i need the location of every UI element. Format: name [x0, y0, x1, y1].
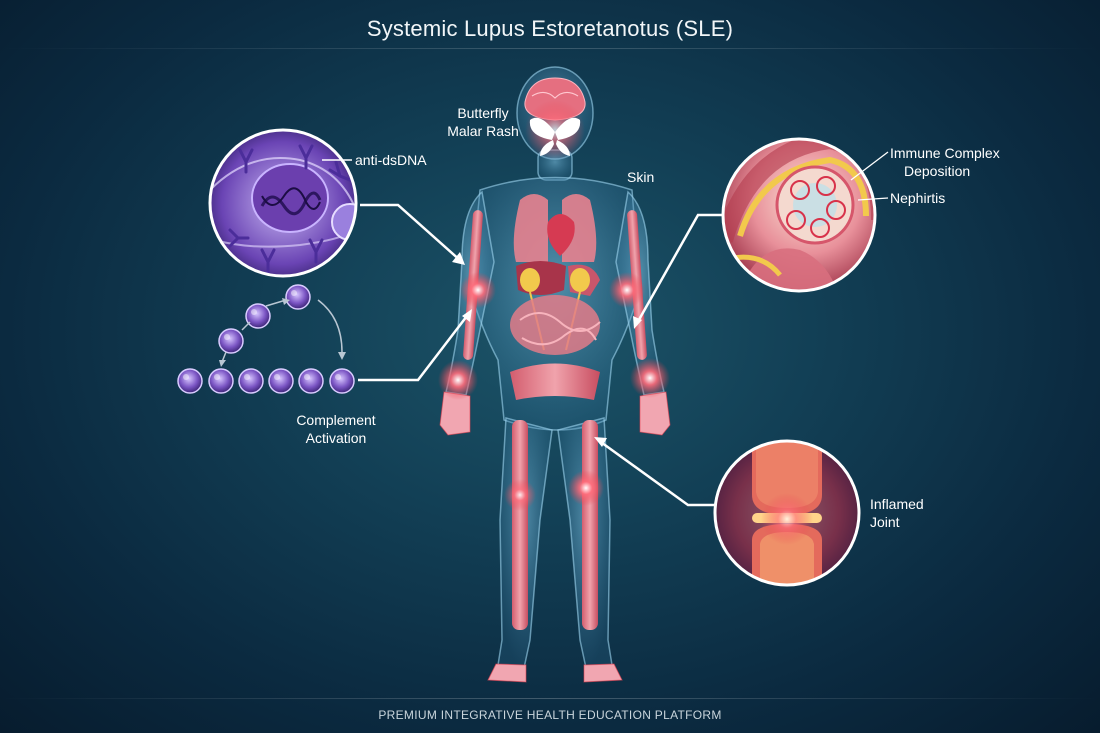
inflamed-joint-label: Inflamed Joint: [870, 496, 924, 530]
title-divider: [0, 48, 1100, 49]
complement-activation-label: Complement Activation: [296, 412, 376, 446]
arrow-kidney-to-arm: [634, 213, 722, 326]
immune-complex-pointer: [850, 151, 889, 181]
butterfly-malar-rash-label: Butterfly Malar Rash: [447, 105, 519, 139]
knee-joint-icon: [713, 439, 861, 587]
anti-dsdna-label: anti-dsDNA: [355, 152, 427, 168]
complement-cells-icon: [177, 284, 355, 394]
butterfly-rash-icon: [525, 100, 585, 160]
glomerulus-icon: [721, 137, 889, 293]
page-title: Systemic Lupus Estoretanotus (SLE): [366, 16, 734, 41]
nephritis-label: Nephirtis: [890, 190, 946, 206]
immune-complex-deposition-label: Immune Complex Deposition: [890, 145, 1000, 179]
nephritis-pointer: [857, 197, 889, 201]
footer-text: PREMIUM INTEGRATIVE HEALTH EDUCATION PLA…: [378, 708, 722, 722]
footer-divider: [0, 698, 1100, 699]
arrow-knee-to-leg: [597, 438, 715, 507]
human-body-icon: [438, 66, 671, 683]
inflamed-spots: [438, 272, 670, 511]
arrow-antibody-to-elbow: [360, 203, 463, 263]
cell-with-antibodies-icon: [208, 128, 358, 278]
skin-label: Skin: [627, 169, 655, 185]
connector-arrows: [358, 203, 722, 507]
arrow-complement-to-arm: [358, 311, 471, 382]
